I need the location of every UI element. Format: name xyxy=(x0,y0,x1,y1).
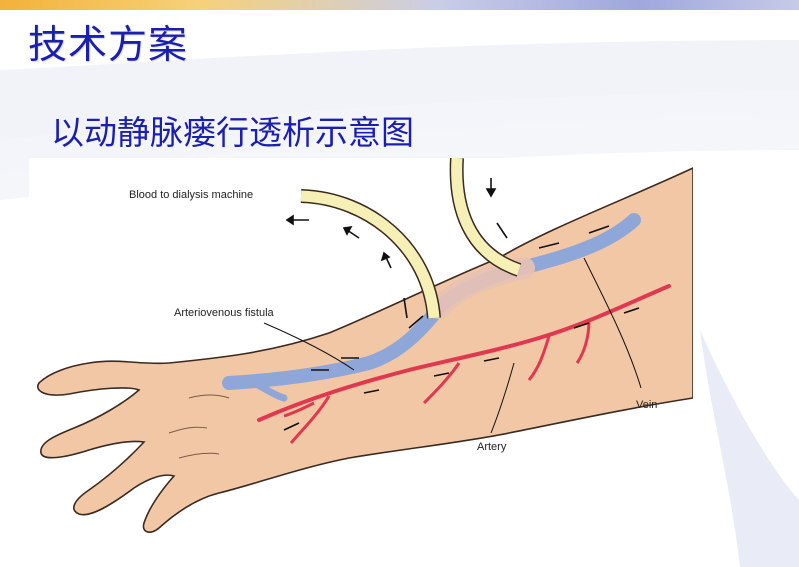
slide-subtitle: 以动静脉瘘行透析示意图 xyxy=(51,113,414,152)
artery-vessel xyxy=(257,284,671,422)
av-fistula-diagram: Blood to dialysis machine Arteriovenous … xyxy=(29,158,693,535)
label-fistula: Arteriovenous fistula xyxy=(174,307,275,319)
label-blood-to-machine: Blood to dialysis machine xyxy=(129,189,253,201)
top-decor-band xyxy=(0,0,799,10)
arm-shape xyxy=(37,167,693,533)
label-vein: Vein xyxy=(636,399,657,411)
slide-title: 技术方案 xyxy=(28,23,189,68)
diagram-svg: Blood to dialysis machine Arteriovenous … xyxy=(37,158,693,533)
flow-arrows xyxy=(283,178,640,431)
label-artery: Artery xyxy=(477,441,507,453)
